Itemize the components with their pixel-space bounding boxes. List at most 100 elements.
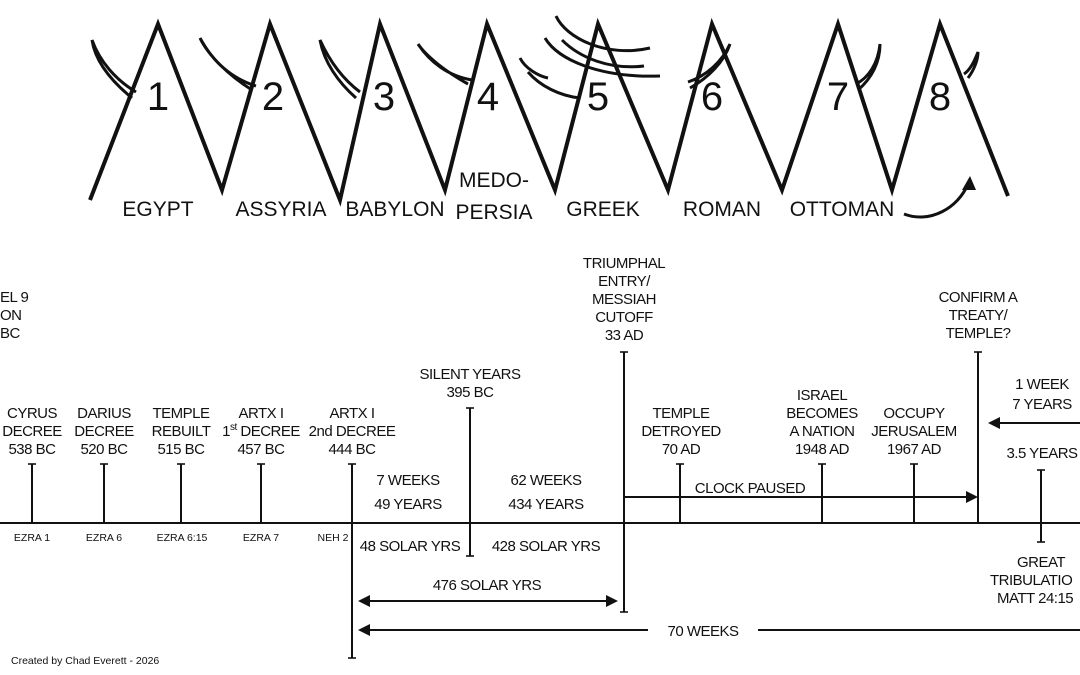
period-labels: 7 WEEKS 49 YEARS 62 WEEKS 434 YEARS CLOC… (360, 472, 807, 640)
curved-arrow-head-icon (962, 176, 976, 190)
horn-5c (543, 37, 661, 78)
solar-428-label: 428 SOLAR YRS (492, 538, 601, 555)
occupy-jerusalem-line2: JERUSALEM (871, 423, 957, 440)
artx-second-line2: 2nd DECREE (309, 423, 396, 440)
cyrus-line1: CYRUS (7, 405, 58, 422)
artx-first-ordinal: 1 (222, 423, 230, 440)
israel-nation-line3: A NATION (790, 423, 855, 440)
israel-nation-line1: ISRAEL (797, 387, 848, 404)
kingdom-number-7: 7 (827, 75, 849, 119)
daniel9-line2: ON (0, 307, 22, 324)
temple-destroyed-line2: DETROYED (641, 423, 721, 440)
horn-7 (855, 43, 882, 92)
israel-nation-line4: 1948 AD (795, 441, 850, 458)
temple-rebuilt-line1: TEMPLE (152, 405, 210, 422)
temple-destroyed-line1: TEMPLE (652, 405, 710, 422)
ref-ezra-7: EZRA 7 (243, 532, 279, 544)
darius-line3: 520 BC (80, 441, 128, 458)
occupy-jerusalem-line3: 1967 AD (887, 441, 942, 458)
curved-arrow-icon (903, 183, 970, 219)
daniel9-line3: BC (0, 325, 21, 342)
horn-2 (198, 37, 257, 92)
triumphal-line4: CUTOFF (595, 309, 653, 326)
confirm-treaty-line1: CONFIRM A (939, 289, 1018, 306)
kingdom-number-3: 3 (373, 75, 395, 119)
kingdom-name-egypt: EGYPT (122, 198, 193, 221)
horn-4 (416, 43, 473, 86)
one-week-line1: 1 WEEK (1015, 376, 1069, 393)
horn-1 (90, 39, 137, 100)
horn-6 (687, 43, 732, 90)
kingdom-name-roman: ROMAN (683, 198, 761, 221)
temple-rebuilt-line2: REBUILT (152, 423, 211, 440)
darius-line1: DARIUS (77, 405, 131, 422)
kingdom-name-babylon: BABYLON (345, 198, 444, 221)
kingdom-name-greek: GREEK (566, 198, 640, 221)
triumphal-line2: ENTRY/ (598, 273, 651, 290)
kingdom-mountains: 1 2 3 4 5 6 7 8 EGYPT ASSYRIA BABYLON ME… (88, 15, 1010, 224)
artx-second-line3: 444 BC (328, 441, 376, 458)
solar-48-label: 48 SOLAR YRS (360, 538, 461, 555)
triumphal-line5: 33 AD (605, 327, 644, 344)
israel-nation-line2: BECOMES (786, 405, 858, 422)
scripture-references: EZRA 1 EZRA 6 EZRA 6:15 EZRA 7 NEH 2 (14, 532, 349, 544)
daniel9-line1: EL 9 (0, 289, 28, 306)
ref-ezra-6: EZRA 6 (86, 532, 122, 544)
kingdom-name-medo: MEDO- (459, 169, 529, 192)
horn-5d (518, 57, 549, 80)
horn-3 (318, 39, 361, 100)
temple-rebuilt-line3: 515 BC (157, 441, 205, 458)
one-week-line2: 7 YEARS (1012, 396, 1072, 413)
timeline (0, 351, 1080, 659)
horns (90, 15, 980, 100)
kingdom-name-ottoman: OTTOMAN (790, 198, 895, 221)
kingdom-number-1: 1 (147, 75, 169, 119)
ref-ezra-1: EZRA 1 (14, 532, 50, 544)
three-half-years: 3.5 YEARS (1006, 445, 1078, 462)
event-labels: EL 9 ON BC CYRUS DECREE 538 BC DARIUS DE… (0, 255, 1079, 607)
artx-first-line1: ARTX I (238, 405, 283, 422)
artx-second-line1: ARTX I (329, 405, 374, 422)
tribulation-line3: MATT 24:15 (997, 590, 1073, 607)
silent-years-line2: 395 BC (446, 384, 494, 401)
artx-first-sup: st (230, 422, 238, 433)
temple-destroyed-line3: 70 AD (662, 441, 701, 458)
tribulation-line1: GREAT (1017, 554, 1065, 571)
triumphal-line1: TRIUMPHAL (583, 255, 665, 272)
artx-first-decree: DECREE (237, 423, 301, 440)
sixtytwo-weeks-line2: 434 YEARS (508, 496, 584, 513)
artx-first-line3: 457 BC (237, 441, 285, 458)
clock-paused-arrowhead-icon (966, 491, 978, 503)
one-week-arrowhead-icon (988, 417, 1000, 429)
occupy-jerusalem-line1: OCCUPY (883, 405, 945, 422)
kingdom-number-8: 8 (929, 75, 951, 119)
solar-476-arrowhead-right-icon (606, 595, 618, 607)
credit-text: Created by Chad Everett - 2026 (11, 655, 159, 667)
kingdom-number-4: 4 (477, 75, 499, 119)
kingdom-number-6: 6 (701, 75, 723, 119)
kingdom-number-5: 5 (587, 75, 609, 119)
artx-first-line2: 1st DECREE (222, 422, 300, 440)
sixtytwo-weeks-line1: 62 WEEKS (510, 472, 582, 489)
horn-5a (560, 38, 645, 69)
solar-476-label: 476 SOLAR YRS (433, 577, 542, 594)
seven-weeks-line2: 49 YEARS (374, 496, 442, 513)
darius-line2: DECREE (74, 423, 134, 440)
cyrus-line2: DECREE (2, 423, 62, 440)
cyrus-line3: 538 BC (8, 441, 56, 458)
horn-5e (526, 71, 581, 100)
tribulation-line2: TRIBULATIO (990, 572, 1072, 589)
seventy-weeks-label: 70 WEEKS (667, 623, 739, 640)
horn-8 (963, 51, 980, 79)
kingdom-name-persia: PERSIA (455, 201, 532, 224)
silent-years-line1: SILENT YEARS (420, 366, 521, 383)
seventy-weeks-arrowhead-icon (358, 624, 370, 636)
ref-ezra-6-15: EZRA 6:15 (157, 532, 208, 544)
horn-5b (554, 15, 651, 53)
confirm-treaty-line2: TREATY/ (949, 307, 1009, 324)
ref-neh-2: NEH 2 (318, 532, 349, 544)
seven-weeks-line1: 7 WEEKS (376, 472, 440, 489)
kingdom-name-assyria: ASSYRIA (235, 198, 326, 221)
triumphal-line3: MESSIAH (592, 291, 656, 308)
